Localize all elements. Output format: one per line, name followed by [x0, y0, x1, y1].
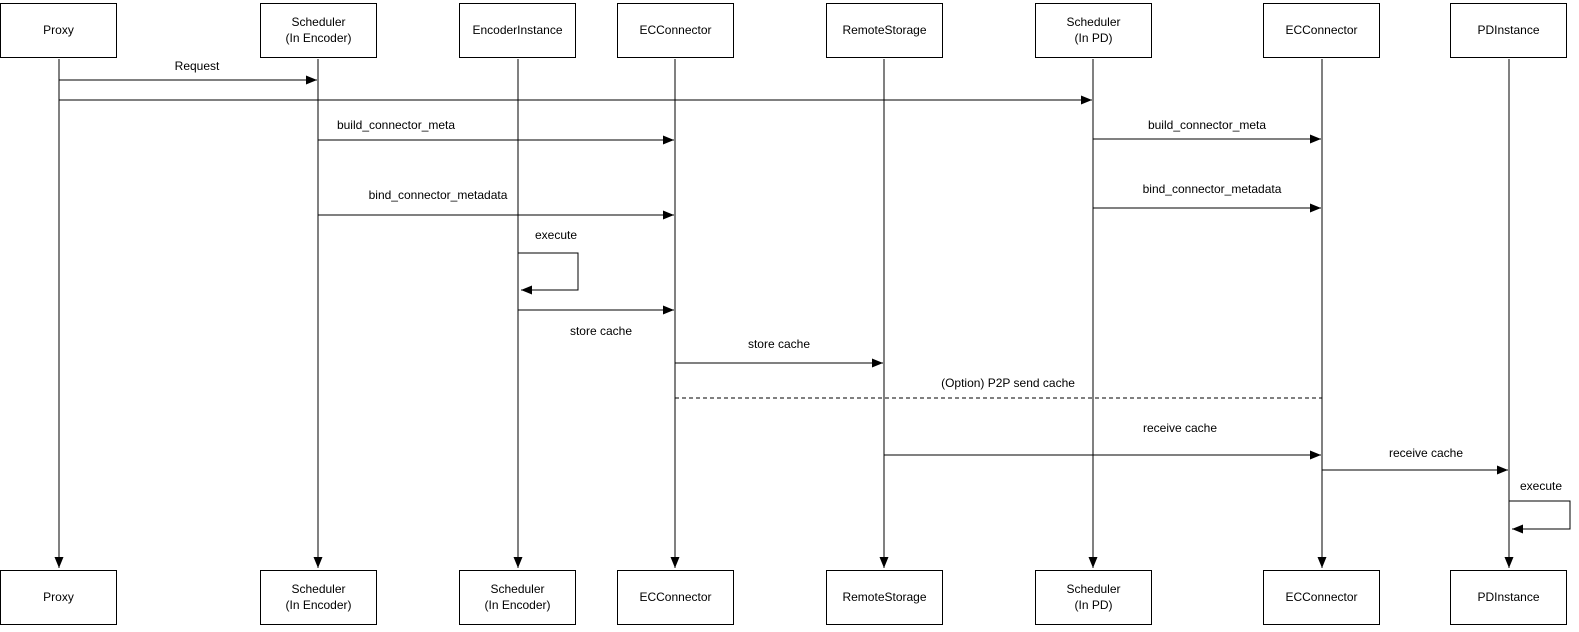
participant-top-encoder-instance: EncoderInstance	[459, 3, 576, 58]
message-label-store-cache-encoder: store cache	[567, 324, 635, 338]
participant-top-pd-instance: PDInstance	[1450, 3, 1567, 58]
message-label-execute-pd: execute	[1517, 479, 1565, 493]
participant-bottom-pd-instance: PDInstance	[1450, 570, 1567, 625]
participant-top-ec-connector-encoder: ECConnector	[617, 3, 734, 58]
participant-bottom-scheduler-encoder: Scheduler (In Encoder)	[260, 570, 377, 625]
message-label-request: Request	[172, 59, 222, 73]
message-label-build-connector-meta-left: build_connector_meta	[334, 118, 458, 132]
participant-bottom-ec-connector-pd: ECConnector	[1263, 570, 1380, 625]
message-label-store-cache-storage: store cache	[745, 337, 813, 351]
message-label-receive-cache-pd: receive cache	[1386, 446, 1466, 460]
participant-top-remote-storage: RemoteStorage	[826, 3, 943, 58]
message-arrow-execute-pd-self-loop	[1509, 500, 1571, 534]
message-label-p2p-send-cache: (Option) P2P send cache	[939, 376, 1077, 390]
participant-top-scheduler-pd: Scheduler (In PD)	[1035, 3, 1152, 58]
participant-bottom-remote-storage: RemoteStorage	[826, 570, 943, 625]
participant-bottom-encoder-instance: Scheduler (In Encoder)	[459, 570, 576, 625]
message-label-receive-cache-storage: receive cache	[1140, 421, 1220, 435]
message-label-build-connector-meta-right: build_connector_meta	[1145, 118, 1269, 132]
participant-top-scheduler-encoder: Scheduler (In Encoder)	[260, 3, 377, 58]
participant-bottom-scheduler-pd: Scheduler (In PD)	[1035, 570, 1152, 625]
participant-top-ec-connector-pd: ECConnector	[1263, 3, 1380, 58]
message-arrow-execute-encoder-self-loop	[518, 252, 579, 295]
participant-top-proxy: Proxy	[0, 3, 117, 58]
message-label-bind-connector-metadata-right: bind_connector_metadata	[1140, 182, 1284, 196]
message-label-bind-connector-metadata-left: bind_connector_metadata	[366, 188, 510, 202]
message-label-execute-encoder: execute	[532, 228, 580, 242]
participant-bottom-ec-connector-encoder: ECConnector	[617, 570, 734, 625]
participant-bottom-proxy: Proxy	[0, 570, 117, 625]
